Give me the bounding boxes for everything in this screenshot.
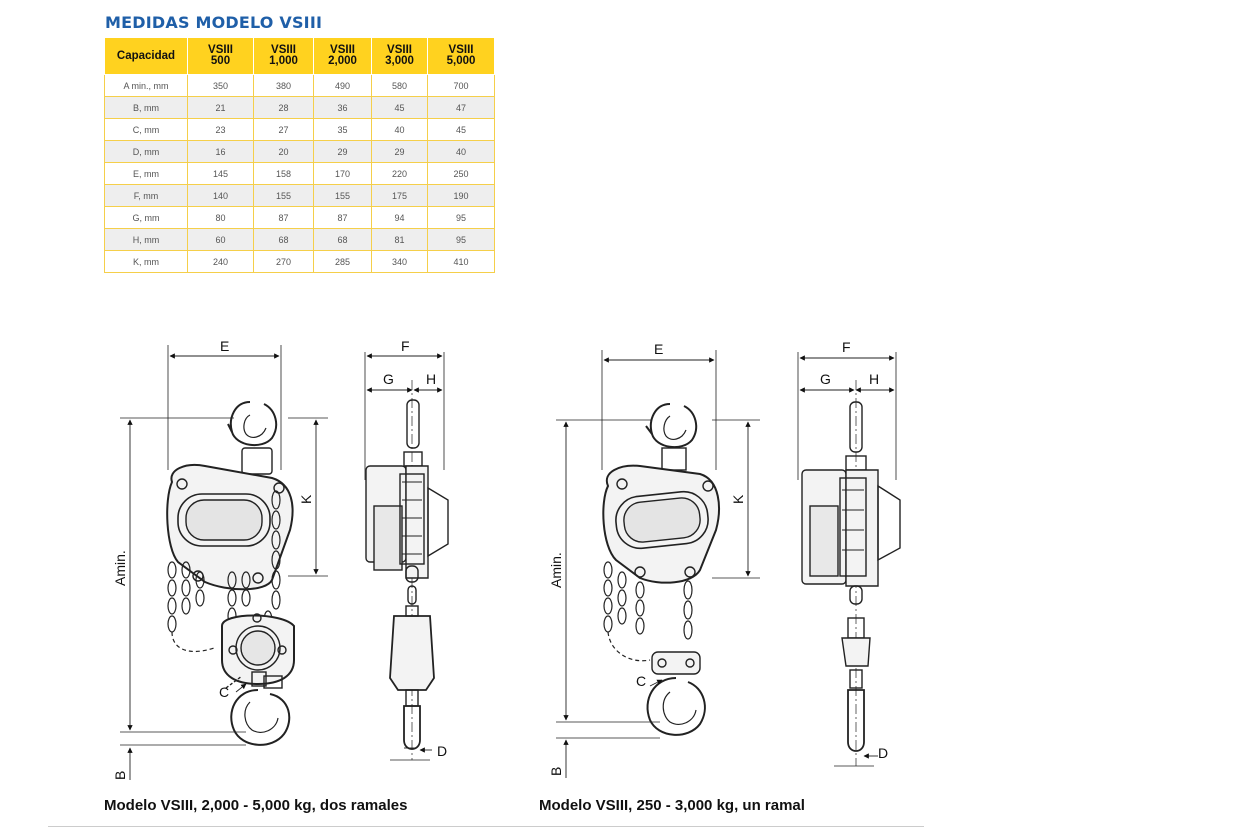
value-cell: 155 — [253, 184, 314, 207]
label-f-right: F — [842, 339, 851, 355]
bottom-divider — [48, 826, 924, 827]
hoist-single-side-view — [797, 352, 901, 767]
label-b-left: B — [112, 771, 128, 780]
value-cell: 155 — [313, 184, 372, 207]
value-cell: 68 — [313, 228, 372, 251]
label-e-right: E — [654, 341, 663, 357]
hoist-single-front-view — [556, 350, 760, 778]
label-k-right: K — [730, 494, 746, 504]
label-k-left: K — [298, 494, 314, 504]
value-cell: 700 — [427, 74, 495, 97]
label-a-right: Amin. — [548, 552, 564, 588]
value-cell: 175 — [371, 184, 428, 207]
hoist-double-front-view — [120, 345, 328, 780]
hoist-double-side-view — [364, 352, 449, 761]
label-e-left: E — [220, 338, 229, 354]
value-cell: 45 — [427, 118, 495, 141]
value-cell: 95 — [427, 206, 495, 229]
value-cell: 16 — [187, 140, 254, 163]
value-cell: 21 — [187, 96, 254, 119]
value-cell: 95 — [427, 228, 495, 251]
value-cell: 140 — [187, 184, 254, 207]
label-d-left: D — [437, 743, 447, 759]
value-cell: 45 — [371, 96, 428, 119]
value-cell: 28 — [253, 96, 314, 119]
row-label-cell: D, mm — [104, 140, 188, 163]
label-d-right: D — [878, 745, 888, 761]
label-c-left: C — [219, 684, 229, 700]
value-cell: 36 — [313, 96, 372, 119]
row-label-cell: H, mm — [104, 228, 188, 251]
value-cell: 47 — [427, 96, 495, 119]
label-a-left: Amin. — [112, 550, 128, 586]
label-g-left: G — [383, 371, 394, 387]
value-cell: 60 — [187, 228, 254, 251]
value-cell: 410 — [427, 250, 495, 273]
label-g-right: G — [820, 371, 831, 387]
label-f-left: F — [401, 338, 410, 354]
row-label-cell: B, mm — [104, 96, 188, 119]
caption-un-ramal: Modelo VSIII, 250 - 3,000 kg, un ramal — [539, 797, 805, 814]
row-label-cell: F, mm — [104, 184, 188, 207]
value-cell: 190 — [427, 184, 495, 207]
label-b-right: B — [548, 767, 564, 776]
label-h-right: H — [869, 371, 879, 387]
value-cell: 68 — [253, 228, 314, 251]
value-cell: 40 — [427, 140, 495, 163]
page-title: MEDIDAS MODELO VSIII — [105, 13, 323, 32]
value-cell: 20 — [253, 140, 314, 163]
label-h-left: H — [426, 371, 436, 387]
value-cell: 250 — [427, 162, 495, 185]
label-c-right: C — [636, 673, 646, 689]
caption-dos-ramales: Modelo VSIII, 2,000 - 5,000 kg, dos rama… — [104, 797, 408, 814]
